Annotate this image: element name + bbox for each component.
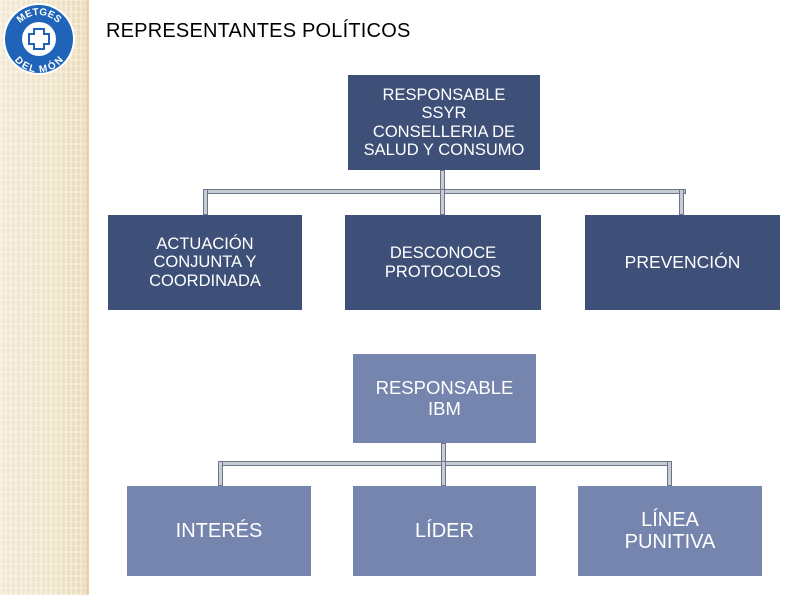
connector [441,443,446,463]
node-label: RESPONSABLE SSYR CONSELLERIA DE SALUD Y … [363,85,525,159]
node-label: PREVENCIÓN [624,251,741,272]
connector [667,461,672,486]
connector [440,189,445,215]
org-node-root-ibm: RESPONSABLE IBM [353,354,536,443]
stripe-edge [86,0,89,595]
svg-text:METGES: METGES [15,7,63,26]
node-label: LÍNEA PUNITIVA [624,508,716,553]
metges-del-mon-logo: METGES DEL MÓN [3,3,75,76]
connector [441,461,446,486]
node-label: ACTUACIÓN CONJUNTA Y COORDINADA [149,234,261,290]
connector [218,461,223,486]
page-title: REPRESENTANTES POLÍTICOS [106,20,411,42]
connector [440,170,445,190]
decorative-side-stripe [0,0,88,595]
org-node-interes: INTERÉS [127,486,311,576]
node-label: LÍDER [415,519,474,542]
org-node-linea-punitiva: LÍNEA PUNITIVA [578,486,762,576]
org-node-desconoce: DESCONOCE PROTOCOLOS [345,215,541,310]
node-label: RESPONSABLE IBM [375,376,514,419]
connector [679,189,684,215]
org-node-actuacion: ACTUACIÓN CONJUNTA Y COORDINADA [108,215,302,310]
org-node-lider: LÍDER [353,486,536,576]
org-node-prevencion: PREVENCIÓN [585,215,780,310]
org-node-root-ssyr: RESPONSABLE SSYR CONSELLERIA DE SALUD Y … [348,75,540,170]
connector [203,189,208,215]
node-label: DESCONOCE PROTOCOLOS [384,244,502,281]
node-label: INTERÉS [175,519,263,542]
